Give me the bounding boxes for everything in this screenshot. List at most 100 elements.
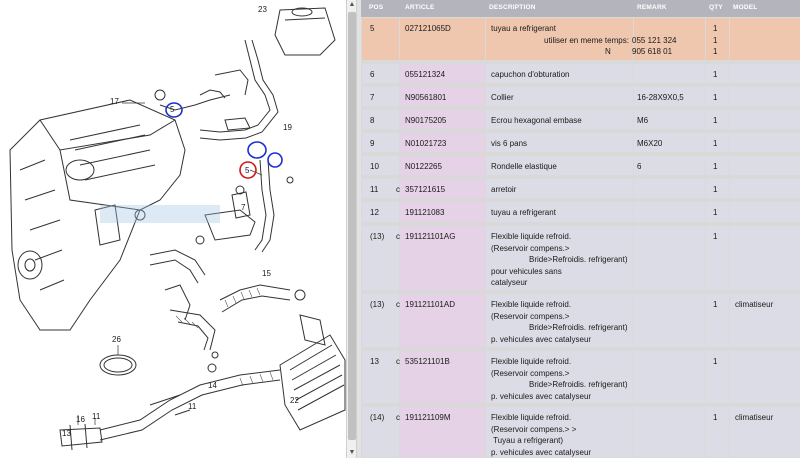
cell-qty-line: 1 — [713, 300, 718, 309]
cell-qty — [706, 64, 729, 83]
header-description[interactable]: DESCRIPTION — [489, 4, 536, 11]
cell-description-line: Flexible liquide refroid. — [491, 357, 572, 366]
cell-pos — [362, 64, 399, 83]
cell-model-text: climatiseur — [735, 413, 774, 422]
cell-model — [730, 64, 800, 83]
cell-pos — [362, 351, 399, 403]
diagram-drawing — [9, 7, 346, 451]
cell-pos — [362, 110, 399, 129]
cell-rem — [634, 110, 705, 129]
diagram-callout[interactable]: 11 — [92, 412, 101, 421]
diagram-callout[interactable]: 5 — [245, 166, 250, 175]
cell-qty-line: 1 — [713, 232, 718, 241]
cell-description-line: tuyau a refrigerant — [491, 208, 556, 217]
cell-model — [730, 179, 800, 198]
cell-qty — [706, 87, 729, 106]
header-qty[interactable]: QTY — [709, 4, 723, 11]
cell-description-line: (Reservoir compens.> > — [491, 424, 577, 434]
cell-qty — [706, 156, 729, 175]
cell-desc — [486, 351, 633, 403]
cell-rem — [634, 64, 705, 83]
cell-pos-text: 11 — [370, 185, 379, 194]
cell-c-text: c — [396, 413, 400, 422]
cell-description-line: pour vehicules sans — [491, 266, 562, 276]
cell-qty — [706, 110, 729, 129]
scroll-down-icon[interactable]: ▼ — [348, 449, 356, 456]
cell-remark-line: M6 — [637, 116, 649, 125]
cell-art — [400, 351, 485, 403]
cell-description-line: p. vehicules avec catalyseur — [491, 334, 592, 344]
diagram-scrollbar[interactable]: ▲ ▼ — [346, 0, 357, 458]
cell-c-text: c — [396, 300, 400, 309]
cell-article-text: 191121109M — [405, 413, 451, 422]
pane-divider[interactable] — [357, 0, 361, 458]
diagram-callout[interactable]: 13 — [62, 429, 71, 438]
cell-article-text: N01021723 — [405, 139, 447, 148]
diagram-callout[interactable]: 17 — [110, 97, 119, 106]
cell-article-text: 055121324 — [405, 70, 446, 79]
cell-qty-line: 1 — [713, 185, 718, 194]
diagram-callout[interactable]: 5 — [170, 105, 175, 114]
diagram-callout[interactable]: 22 — [290, 396, 299, 405]
diagram-callout[interactable]: 23 — [258, 5, 267, 14]
cell-pos — [362, 18, 399, 60]
cell-qty-line: 1 — [713, 116, 718, 125]
scroll-up-icon[interactable]: ▲ — [348, 1, 356, 8]
cell-remark-line: 905 618 01 — [632, 47, 673, 56]
cell-art — [400, 156, 485, 175]
cell-article-text: 191121083 — [405, 208, 445, 217]
cell-remark-line: 16-28X9X0,5 — [637, 93, 684, 102]
cell-qty — [706, 202, 729, 222]
cell-art — [400, 64, 485, 83]
cell-model — [730, 156, 800, 175]
parts-diagram[interactable]: 23 19 17 5 5 15 7 26 22 11 13 16 11 14 — [0, 0, 346, 458]
header-model[interactable]: MODEL — [733, 4, 758, 11]
diagram-callout[interactable]: 7 — [241, 203, 246, 212]
cell-pos-text: 8 — [370, 116, 375, 125]
cell-description-line: Flexible liquide refroid. — [491, 232, 572, 241]
cell-pos-text: 5 — [370, 24, 375, 33]
cell-pos — [362, 226, 399, 290]
scrollbar-thumb[interactable] — [348, 12, 356, 440]
cell-art — [400, 18, 485, 60]
cell-description-line: p. vehicules avec catalyseur — [491, 391, 592, 401]
cell-pos-text: 12 — [370, 208, 379, 217]
cell-qty-line: 1 — [713, 162, 718, 171]
diagram-callout[interactable]: 14 — [208, 381, 217, 390]
diagram-callout[interactable]: 11 — [188, 402, 197, 411]
cell-c-text: c — [396, 357, 400, 366]
diagram-callout[interactable]: 15 — [262, 269, 271, 278]
cell-description-line: Bride>Refroidis. refrigerant) — [529, 255, 628, 264]
cell-art — [400, 133, 485, 152]
cell-rem — [634, 294, 705, 347]
diagram-callout[interactable]: 26 — [112, 335, 121, 344]
cell-qty — [706, 179, 729, 198]
cell-desc — [486, 18, 633, 60]
cell-model — [730, 226, 800, 290]
header-article[interactable]: ARTICLE — [405, 4, 435, 11]
cell-rem — [634, 351, 705, 403]
cell-description-line: arretoir — [491, 185, 517, 194]
cell-qty-line: 1 — [713, 35, 718, 45]
cell-article-text: 535121101B — [405, 357, 450, 366]
header-remark[interactable]: REMARK — [637, 4, 667, 11]
header-pos[interactable]: POS — [369, 4, 384, 11]
cell-desc — [486, 87, 633, 106]
diagram-callout[interactable]: 19 — [283, 123, 292, 132]
cell-article-text: N90175205 — [405, 116, 447, 125]
cell-description-line: Bride>Refroidis. refrigerant) — [529, 380, 628, 389]
diagram-callout[interactable]: 16 — [76, 415, 85, 424]
cell-pos — [362, 407, 399, 457]
